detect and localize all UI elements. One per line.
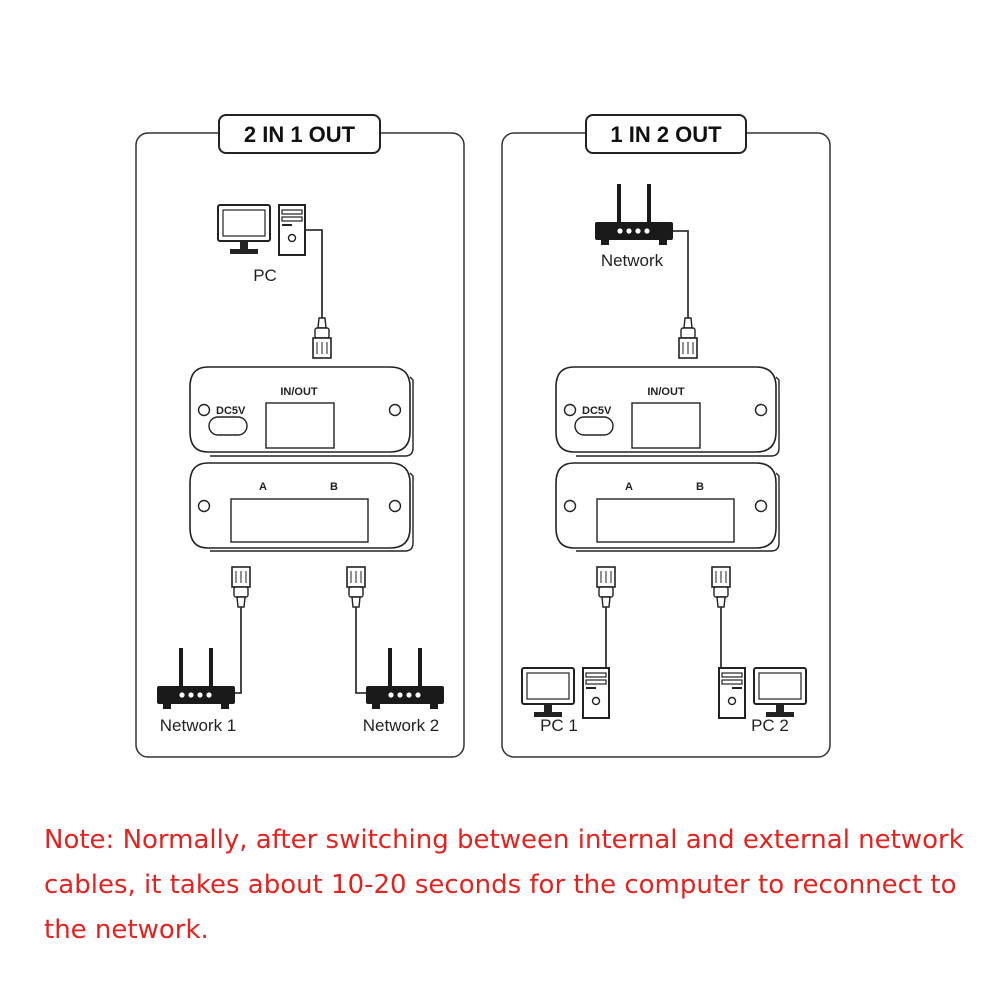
io-port [265,402,335,449]
cable [355,607,366,694]
note-text: Note: Normally, after switching between … [44,825,964,945]
router-icon [595,184,673,245]
pc-icon [718,667,807,719]
io-label: IN/OUT [280,386,318,398]
network-label: Network [601,251,664,270]
rj45-connector-icon [711,566,731,608]
router-icon [157,648,235,709]
panel-title-box [218,114,381,154]
rj45-connector-icon [231,566,251,608]
router-icon [366,648,444,709]
connection-diagram: 2 IN 1 OUT PC DC5V IN/OUT A B [135,114,831,758]
network-switch-icon: DC5V IN/OUT A B [555,366,780,552]
network-2-label: Network 2 [363,716,440,735]
io-port [631,402,701,449]
network-switch-icon: DC5V IN/OUT A B [189,366,414,552]
cable [305,229,323,318]
power-port [208,416,248,436]
panel-2-in-1-out: 2 IN 1 OUT PC DC5V IN/OUT A B [135,114,465,758]
power-label: DC5V [216,405,246,417]
pc-icon [521,667,610,719]
panel-title: 1 IN 2 OUT [610,122,722,147]
port-ab [596,498,735,543]
port-a-label: A [259,481,267,493]
rj45-connector-icon [346,566,366,608]
pc-label: PC [253,266,277,285]
port-b-label: B [330,481,338,493]
port-ab [230,498,369,543]
pc-1-label: PC 1 [540,716,578,735]
pc-2-label: PC 2 [751,716,789,735]
pc-icon [217,204,306,256]
network-1-label: Network 1 [160,716,237,735]
port-b-label: B [696,481,704,493]
rj45-connector-icon [596,566,616,608]
port-a-label: A [625,481,633,493]
power-port [574,416,614,436]
panel-title-box [585,114,747,154]
cable [233,607,242,694]
panel-title: 2 IN 1 OUT [244,122,356,147]
rj45-connector-icon [678,317,698,359]
rj45-connector-icon [312,317,332,359]
cable [673,230,689,318]
io-label: IN/OUT [647,386,685,398]
power-label: DC5V [582,405,612,417]
panel-1-in-2-out: 1 IN 2 OUT Network DC5V IN/OUT A B [501,114,831,758]
